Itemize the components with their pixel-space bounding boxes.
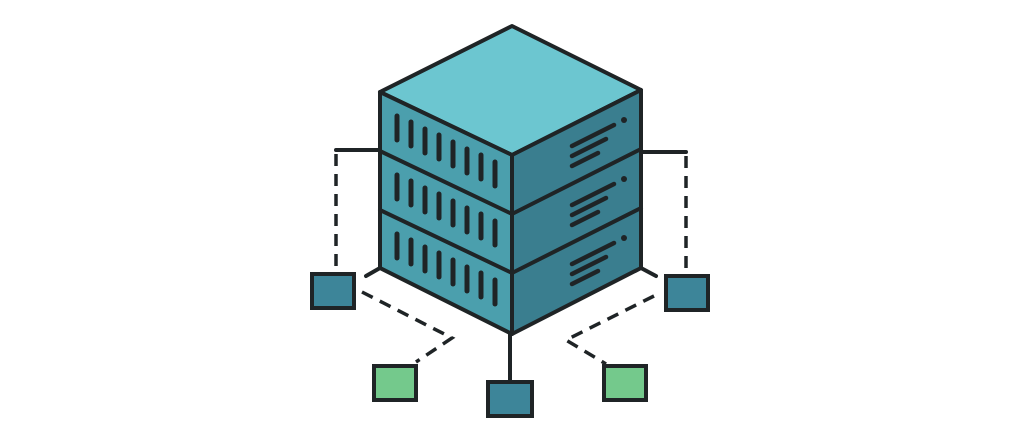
status-led <box>621 176 627 182</box>
status-led <box>621 117 627 123</box>
connection-lines <box>334 148 688 382</box>
network-node-icon <box>372 364 418 402</box>
server-unit-3-slots <box>394 231 498 307</box>
connection-line-lower-left <box>361 290 456 364</box>
connection-line-lower-right <box>562 294 655 366</box>
server-unit-1-vents <box>569 117 627 169</box>
server-unit-3-vents <box>569 235 627 287</box>
server-unit-1-slots <box>394 113 498 189</box>
status-led <box>621 235 627 241</box>
network-nodes <box>310 272 710 418</box>
server-unit-divider <box>510 206 643 275</box>
network-node-icon <box>664 274 710 312</box>
server-unit-divider <box>378 208 514 275</box>
server-unit-2-slots <box>394 172 498 248</box>
server-unit-divider <box>378 149 514 216</box>
server-rack-icon <box>378 24 643 336</box>
server-unit-divider <box>510 147 643 216</box>
connection-stub-right <box>639 266 658 278</box>
network-node-icon <box>310 272 356 310</box>
connection-stub-left <box>364 266 382 278</box>
server-unit-2-vents <box>569 176 627 228</box>
network-node-icon <box>486 380 534 418</box>
network-node-icon <box>602 364 648 402</box>
